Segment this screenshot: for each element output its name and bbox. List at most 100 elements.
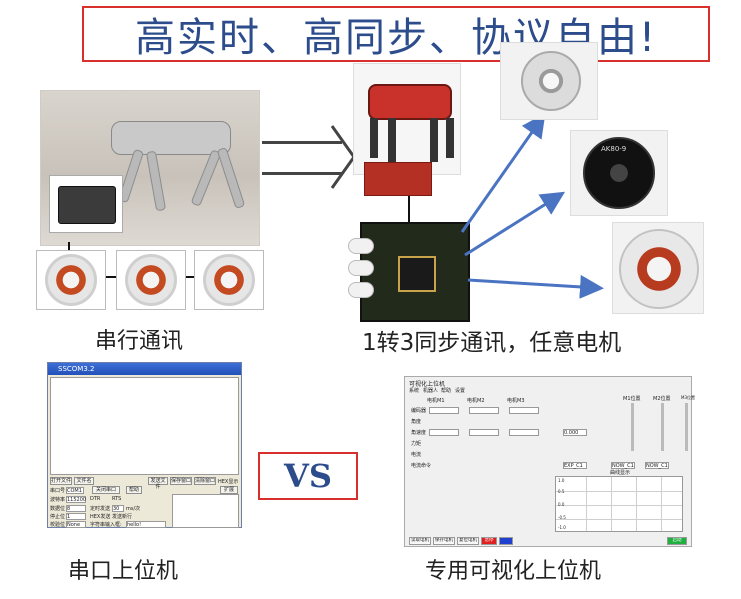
estop-button[interactable]: 急停 [481, 537, 497, 545]
start-button[interactable]: 启动 [667, 537, 687, 545]
plot-ytick: 1.0 [558, 478, 565, 483]
host-menu-system[interactable]: 系统 [409, 388, 420, 394]
plot-gridline [611, 477, 612, 531]
field-velocity: 角速度 [411, 430, 427, 436]
motor-model-label: AK80-9 [601, 145, 627, 153]
motor-icon [583, 137, 655, 209]
m1-encoder-value [429, 407, 459, 414]
zero-value[interactable]: 0.000 [563, 429, 587, 436]
visual-host-window: 可视化上位机 系统 机器人 帮助 设置 电机M1 电机M2 电机M3 编码器 角… [404, 376, 695, 547]
robot-leg [388, 118, 396, 164]
motor-icon [619, 229, 699, 309]
host-menu-robot[interactable]: 机器人 [423, 388, 439, 394]
read-motor-button[interactable]: 读取电机 [409, 537, 431, 545]
plot-gridline [586, 477, 587, 531]
help-button[interactable]: 帮助 [126, 486, 142, 494]
motor-icon [45, 254, 97, 306]
blue-button[interactable] [499, 537, 513, 545]
send-file-button[interactable]: 发送文件 [148, 477, 168, 490]
plot-ytick: -1.0 [558, 525, 566, 530]
board-connector [348, 238, 374, 254]
baud-select[interactable]: 115200 [66, 496, 87, 503]
motor-3 [194, 250, 264, 310]
slider-label-m1: M1位置 [623, 396, 641, 402]
plot-ytick: -0.5 [558, 515, 566, 520]
board-connector [348, 282, 374, 298]
robot-red-body [368, 84, 452, 120]
column-m1: 电机M1 [427, 398, 445, 404]
data-bits-label: 数据位 [50, 506, 66, 512]
serial-comm-caption: 串行通讯 [95, 329, 184, 354]
field-current-cmd: 电流命令 [411, 463, 432, 469]
parity-select[interactable]: None [66, 521, 86, 528]
m1-slider[interactable] [631, 403, 634, 451]
host-menu-help[interactable]: 帮助 [441, 388, 452, 394]
motor-icon [203, 254, 255, 306]
motor-photo-ak80: AK80-9 [570, 130, 668, 216]
serial-receive-area[interactable] [50, 377, 239, 475]
rts-checkbox[interactable]: RTS [112, 496, 122, 502]
now-select-2[interactable]: NOW_C1 [645, 462, 669, 469]
motor-icon [521, 51, 581, 111]
timed-send-checkbox[interactable]: 定时发送 [90, 506, 111, 512]
plot-gridline [556, 519, 682, 520]
robot-leg [446, 118, 454, 158]
field-torque: 力矩 [411, 441, 422, 447]
stop-bits-select[interactable]: 1 [66, 513, 86, 520]
board-connector [348, 260, 374, 276]
cheetah-robot-photo [40, 90, 260, 246]
reset-motor-button[interactable]: 复位电机 [457, 537, 479, 545]
data-bits-select[interactable]: 8 [66, 505, 86, 512]
m3-encoder-value [509, 407, 539, 414]
plot-ytick: 0.5 [558, 489, 565, 494]
m2-encoder-value [469, 407, 499, 414]
m3-velocity-value [509, 429, 539, 436]
stop-bits-label: 停止位 [50, 514, 66, 520]
plot-gridline [556, 505, 682, 506]
send-newline-checkbox[interactable]: 发送新行 [112, 514, 133, 520]
slider-label-m2: M2位置 [653, 396, 671, 402]
vs-text: VS [284, 457, 332, 495]
plot-title: 曲线显示 [610, 470, 631, 476]
connector-line [408, 196, 410, 222]
motor-1 [36, 250, 106, 310]
now-select-1[interactable]: NOW_C1 [611, 462, 635, 469]
curve-plot: 曲线显示 1.0 0.5 0.0 -0.5 -1.0 [555, 470, 683, 532]
motor-2 [116, 250, 186, 310]
vs-badge: VS [258, 452, 358, 500]
slider-label-m3: M3位置 [681, 395, 695, 400]
hex-display-checkbox[interactable]: HEX显示 [218, 479, 239, 485]
close-port-button[interactable]: 关闭串口 [92, 486, 120, 494]
open-file-button[interactable]: 打开文件 [50, 477, 72, 485]
m3-slider[interactable] [685, 403, 688, 451]
m2-slider[interactable] [661, 403, 664, 451]
host-menu-settings[interactable]: 设置 [455, 388, 466, 394]
field-current: 电流 [411, 452, 422, 458]
clear-window-button[interactable]: 清除窗口 [194, 477, 216, 485]
plot-gridline [661, 477, 662, 531]
com-select[interactable]: EXP_C1 [563, 462, 587, 469]
interval-input[interactable]: 30 [112, 505, 124, 512]
robot-body [111, 121, 231, 155]
save-motor-button[interactable]: 保存电机 [433, 537, 455, 545]
send-string-input[interactable]: hello! [126, 521, 166, 528]
parity-label: 校验位 [50, 522, 66, 528]
hex-send-checkbox[interactable]: HEX发送 [90, 514, 111, 520]
serial-host-caption: 串口上位机 [68, 559, 179, 584]
column-m2: 电机M2 [467, 398, 485, 404]
interval-unit: ms/次 [126, 506, 141, 512]
connector-line [186, 276, 194, 278]
board-chip [398, 256, 436, 292]
file-name-button[interactable]: 文件名 [74, 477, 94, 485]
arrow-line-bottom [262, 172, 342, 175]
baud-label: 波特率 [50, 497, 66, 503]
expand-button[interactable]: 扩展 [220, 486, 238, 494]
motor-icon [125, 254, 177, 306]
port-select[interactable]: COM1 [66, 487, 84, 494]
dtr-checkbox[interactable]: DTR [90, 496, 101, 502]
sync-comm-caption: 1转3同步通讯，任意电机 [362, 330, 622, 356]
save-window-button[interactable]: 保存窗口 [170, 477, 192, 485]
sync-driver-board [348, 222, 470, 322]
field-encoder: 编码器 [411, 408, 427, 414]
